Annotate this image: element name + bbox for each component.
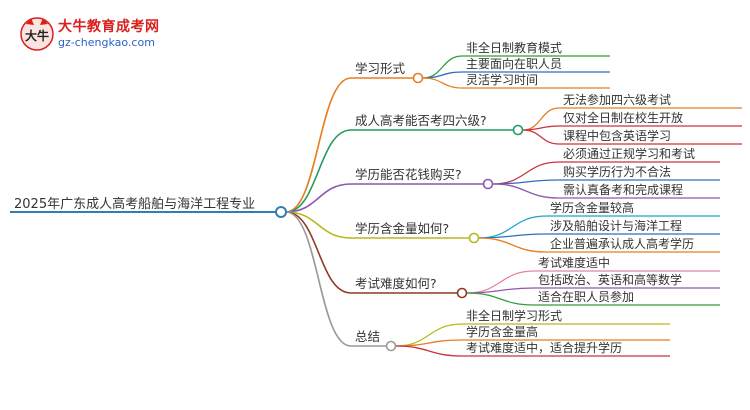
root-connector	[275, 206, 287, 218]
branch-leaf-link	[478, 237, 547, 253]
root-branch-link	[285, 77, 352, 213]
mindmap-links	[10, 55, 742, 357]
leaf-topic: 主要面向在职人员	[466, 56, 562, 71]
branch-connector	[482, 178, 494, 190]
leaf-topic: 非全日制学习形式	[466, 308, 562, 323]
root-topic: 2025年广东成人高考船舶与海洋工程专业	[14, 196, 255, 212]
bull-logo-icon: 大牛	[20, 17, 54, 51]
leaf-topic: 灵活学习时间	[466, 72, 538, 87]
leaf-topic: 考试难度适中，适合提升学历	[466, 340, 622, 355]
root-branch-link	[285, 183, 352, 213]
branch-leaf-link	[395, 339, 463, 347]
leaf-topic: 涉及船舶设计与海洋工程	[550, 218, 682, 233]
mindmap-nodes: 2025年广东成人高考船舶与海洋工程专业 学习形式 非全日制教育模式主要面向在职人员…	[14, 40, 695, 355]
root-branch-link	[285, 129, 352, 213]
branch-leaf-link	[422, 77, 463, 89]
leaf-topic: 包括政治、英语和高等数学	[538, 272, 682, 287]
leaf-topic: 适合在职人员参加	[538, 289, 634, 304]
branch-leaf-link	[478, 233, 547, 239]
leaf-topic: 非全日制教育模式	[466, 40, 562, 55]
leaf-topic: 必须通过正规学习和考试	[563, 146, 695, 161]
branch-leaf-link	[422, 71, 463, 79]
branch-leaf-link	[522, 125, 560, 131]
leaf-topic: 学历含金量高	[466, 324, 538, 339]
branch-connector	[412, 72, 424, 84]
branch-connector	[456, 287, 468, 299]
logo-mark-text: 大牛	[25, 28, 49, 43]
leaf-topic: 无法参加四六级考试	[563, 92, 671, 107]
branch-leaf-link	[466, 292, 535, 306]
branch-connector	[468, 232, 480, 244]
leaf-topic: 购买学历行为不合法	[563, 164, 671, 179]
logo-url: gz-chengkao.com	[58, 36, 155, 49]
branch-leaf-link	[395, 345, 463, 357]
root-branch-link	[285, 211, 352, 347]
root-branch-link	[285, 211, 352, 239]
branch-leaf-link	[466, 270, 535, 294]
leaf-topic: 仅对全日制在校生开放	[563, 110, 683, 125]
leaf-topic: 考试难度适中	[538, 255, 610, 270]
branch-connector	[385, 340, 397, 352]
leaf-topic: 需认真备考和完成课程	[563, 182, 683, 197]
branch-topic: 成人高考能否考四六级?	[355, 113, 487, 128]
leaf-topic: 企业普遍承认成人高考学历	[550, 236, 694, 251]
leaf-topic: 学历含金量较高	[550, 200, 634, 215]
branch-leaf-link	[492, 183, 560, 199]
site-logo[interactable]: 大牛 大牛教育成考网 gz-chengkao.com	[18, 14, 218, 60]
logo-name: 大牛教育成考网	[58, 19, 160, 35]
branch-leaf-link	[466, 287, 535, 294]
leaf-topic: 课程中包含英语学习	[563, 128, 671, 143]
branch-topic: 学历能否花钱购买?	[355, 167, 462, 182]
branch-topic: 考试难度如何?	[355, 276, 437, 291]
branch-leaf-link	[492, 179, 560, 185]
branch-topic: 学习形式	[355, 61, 406, 76]
branch-topic: 学历含金量如何?	[355, 221, 449, 236]
root-branch-link	[285, 211, 352, 294]
branch-topic: 总结	[355, 329, 380, 344]
branch-leaf-link	[522, 129, 560, 145]
branch-connector	[512, 124, 524, 136]
